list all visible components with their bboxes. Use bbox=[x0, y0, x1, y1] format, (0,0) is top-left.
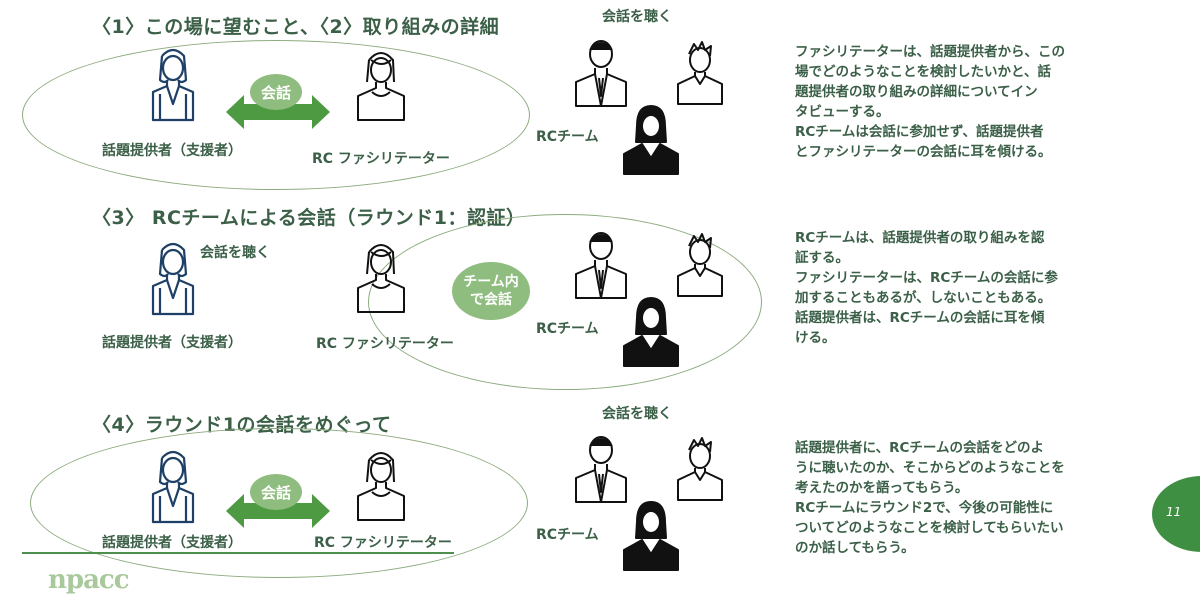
section-2-title: 〈3〉 RCチームによる会話（ラウンド1：認証） bbox=[92, 207, 526, 229]
section-1-description: ファシリテーターは、話題提供者から、この 場でどのようなことを検討したいかと、話… bbox=[795, 42, 1110, 162]
team-woman-icon bbox=[623, 105, 679, 175]
section-1-team-label: RCチーム bbox=[536, 129, 599, 145]
description-line: 話題提供者は、RCチームの会話に耳を傾 bbox=[795, 310, 1045, 326]
section-2-provider-label: 話題提供者（支援者） bbox=[102, 335, 242, 351]
facilitator-woman-icon bbox=[357, 452, 405, 521]
section-3-team-label: RCチーム bbox=[536, 527, 599, 543]
section-1-listen-label: 会話を聴く bbox=[602, 9, 672, 25]
conversation-bubble: 会話 bbox=[250, 74, 302, 110]
description-line: RCチームにラウンド2で、今後の可能性に bbox=[795, 500, 1054, 516]
team-man-casual-icon bbox=[677, 233, 723, 297]
section-1-oval bbox=[22, 40, 530, 190]
description-line: 題提供者の取り組みの詳細についてイン bbox=[795, 84, 1038, 100]
team-conversation-bubble: チーム内 で会話 bbox=[452, 262, 530, 320]
provider-woman-icon bbox=[151, 450, 195, 524]
description-line: ついてどのようなことを検討してもらいたい bbox=[795, 520, 1064, 536]
team-man-casual-icon bbox=[677, 41, 723, 105]
team-man-suit-icon bbox=[575, 232, 627, 299]
description-line: 考えたのかを語ってもらう。 bbox=[795, 480, 969, 496]
section-2-team-label: RCチーム bbox=[536, 321, 599, 337]
team-woman-icon bbox=[623, 297, 679, 367]
description-line: うに聴いたのか、そこからどのようなことを bbox=[795, 460, 1065, 476]
description-line: 加することもあるが、しないこともある。 bbox=[795, 290, 1052, 306]
description-line: とファシリテーターの会話に耳を傾ける。 bbox=[795, 144, 1052, 160]
section-2-listen-label: 会話を聴く bbox=[200, 245, 270, 261]
section-1-provider-label: 話題提供者（支援者） bbox=[102, 143, 242, 159]
section-3-provider-label: 話題提供者（支援者） bbox=[102, 535, 242, 551]
team-woman-icon bbox=[623, 501, 679, 571]
bubble-line: で会話 bbox=[470, 292, 512, 308]
section-3-description: 話題提供者に、RCチームの会話をどのよ うに聴いたのか、そこからどのようなことを… bbox=[795, 438, 1110, 558]
team-man-casual-icon bbox=[677, 437, 723, 501]
footer-rule bbox=[22, 552, 454, 554]
description-line: 証する。 bbox=[795, 250, 849, 266]
bubble-line: チーム内 bbox=[463, 274, 519, 290]
provider-woman-icon bbox=[151, 48, 195, 122]
description-line: RCチームは会話に参加せず、話題提供者 bbox=[795, 124, 1044, 140]
section-2-description: RCチームは、話題提供者の取り組みを認 証する。 ファシリテーターは、RCチーム… bbox=[795, 228, 1110, 348]
section-3-listen-label: 会話を聴く bbox=[602, 406, 672, 422]
provider-woman-icon bbox=[151, 242, 195, 316]
description-line: タビューする。 bbox=[795, 104, 890, 120]
description-line: 場でどのようなことを検討したいかと、話 bbox=[795, 64, 1051, 80]
conversation-arrow-icon bbox=[226, 95, 330, 129]
description-line: のか話してもらう。 bbox=[795, 540, 915, 556]
page-number: 11 bbox=[1166, 505, 1182, 519]
description-line: ファシリテーターは、RCチームの会話に参 bbox=[795, 270, 1058, 286]
description-line: ける。 bbox=[795, 330, 836, 346]
description-line: 話題提供者に、RCチームの会話をどのよ bbox=[795, 440, 1044, 456]
conversation-arrow-icon bbox=[226, 494, 330, 528]
conversation-bubble: 会話 bbox=[250, 474, 302, 510]
facilitator-woman-icon bbox=[357, 244, 405, 313]
section-1-facilitator-label: RC ファシリテーター bbox=[312, 151, 450, 167]
section-3-oval bbox=[30, 428, 528, 578]
facilitator-woman-icon bbox=[357, 52, 405, 121]
section-1-title: 〈1〉この場に望むこと、〈2〉取り組みの詳細 bbox=[92, 16, 500, 38]
team-man-suit-icon bbox=[575, 40, 627, 107]
team-man-suit-icon bbox=[575, 436, 627, 503]
section-2-oval bbox=[368, 214, 762, 390]
section-3-facilitator-label: RC ファシリテーター bbox=[314, 535, 452, 551]
section-2-facilitator-label: RC ファシリテーター bbox=[316, 336, 454, 352]
description-line: ファシリテーターは、話題提供者から、この bbox=[795, 44, 1065, 60]
description-line: RCチームは、話題提供者の取り組みを認 bbox=[795, 230, 1045, 246]
npacc-logo: npacc bbox=[48, 565, 130, 595]
